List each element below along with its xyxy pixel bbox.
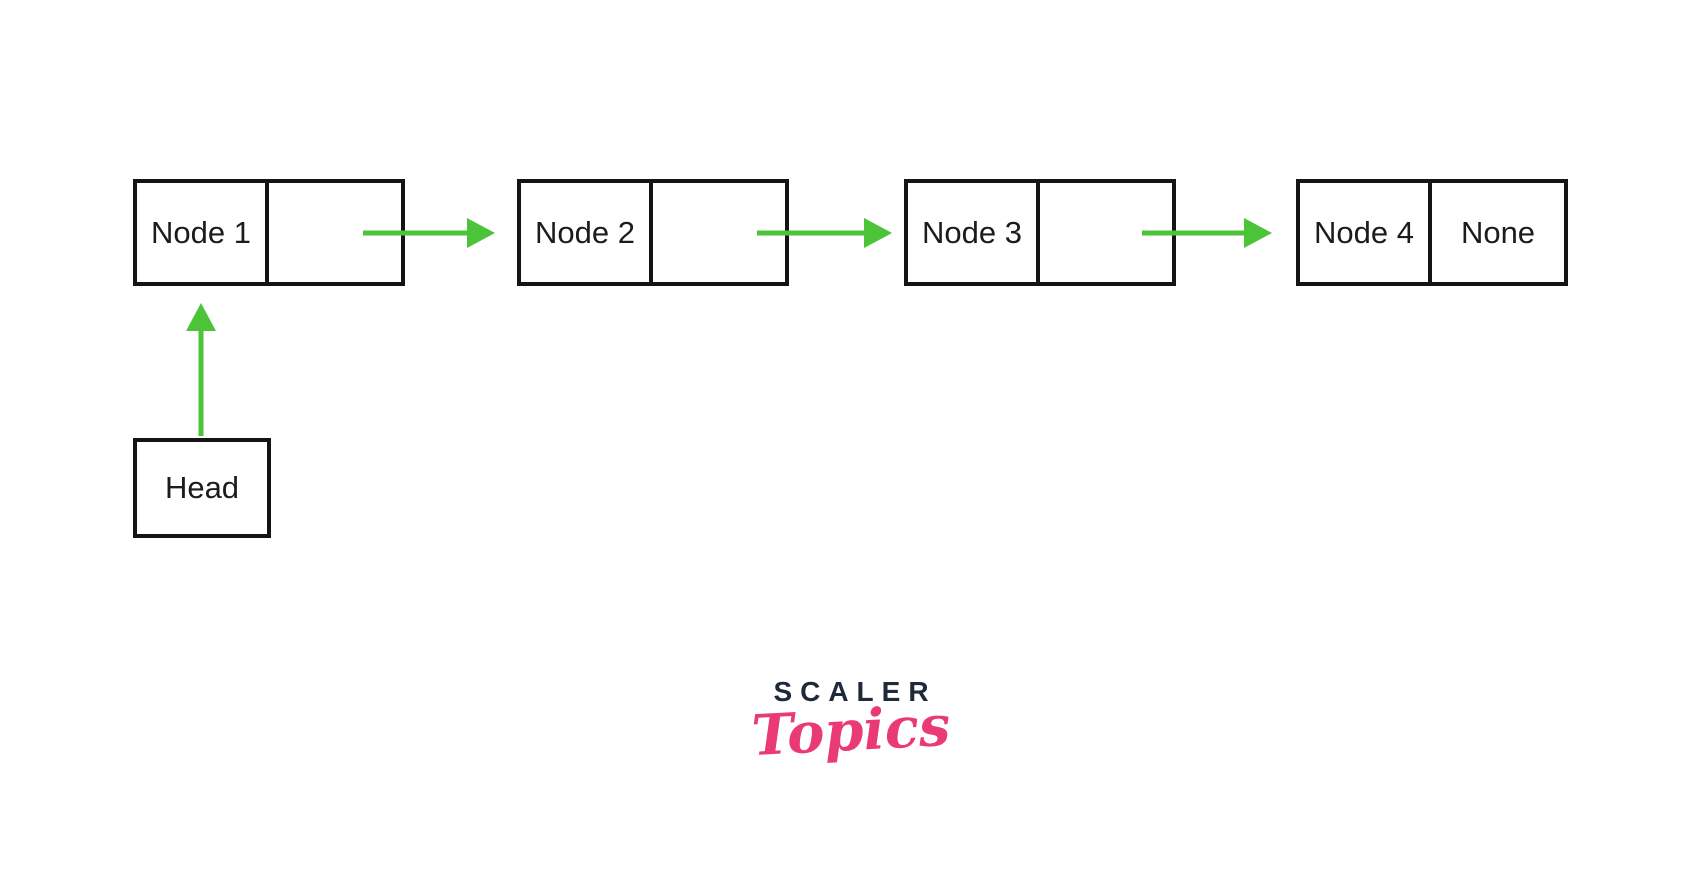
node-4-label: Node 4 [1314,214,1414,250]
scaler-brand-text: SCALER [773,676,937,707]
head-box: Head [133,438,271,538]
head-label: Head [164,470,240,505]
node-1-label: Node 1 [151,214,251,250]
node-box-3: Node 3 [904,179,1176,286]
node-1-data-cell: Node 1 [133,179,269,286]
node-box-4: Node 4 None [1296,179,1568,286]
node-1-pointer-cell [269,179,405,286]
node-2-data-cell: Node 2 [517,179,653,286]
node-4-pointer-value: None [1460,214,1536,250]
node-4-data-cell: Node 4 [1296,179,1432,286]
node-3-label: Node 3 [922,214,1022,250]
node-3-data-cell: Node 3 [904,179,1040,286]
node-box-2: Node 2 [517,179,789,286]
node-3-pointer-cell [1040,179,1176,286]
scaler-topics-logo: SCALER Topics [676,676,1026,770]
node-2-pointer-cell [653,179,789,286]
head-arrow [186,303,216,436]
node-box-1: Node 1 [133,179,405,286]
node-2-label: Node 2 [535,214,635,250]
node-4-pointer-cell: None [1432,179,1568,286]
